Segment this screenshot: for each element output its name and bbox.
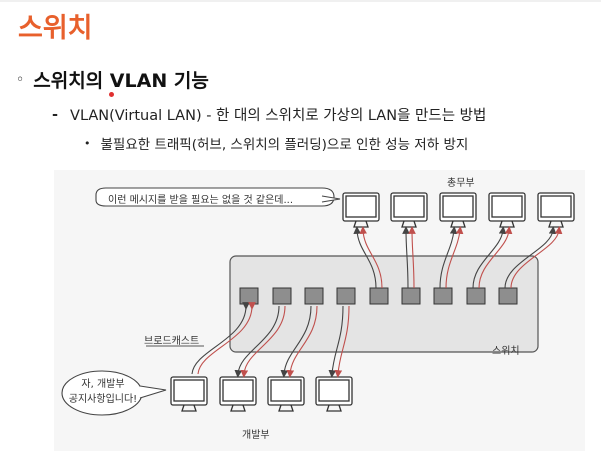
- bullet-level-3: • 불필요한 트래픽(허브, 스위치의 플러딩)으로 인한 성능 저하 방지: [84, 133, 469, 154]
- monitor-bottom-1: [170, 376, 208, 406]
- switch-ports: [239, 287, 518, 305]
- monitor-top-4: [488, 192, 526, 222]
- port-9: [498, 287, 518, 305]
- port-3: [304, 287, 324, 305]
- vlan-diagram: 이런 메시지를 받을 필요는 없을 것 같은데... 자, 개발부 공지사항입니…: [54, 170, 585, 451]
- top-divider: [0, 0, 601, 2]
- monitor-top-3: [439, 192, 477, 222]
- port-6: [401, 287, 421, 305]
- label-switch: 스위치: [492, 346, 520, 357]
- port-7: [433, 287, 453, 305]
- arrows-to-top: [353, 226, 563, 289]
- bullet-3-text: 불필요한 트래픽(허브, 스위치의 플러딩)으로 인한 성능 저하 방지: [100, 137, 469, 153]
- monitor-top-2: [390, 192, 428, 222]
- port-4: [336, 287, 356, 305]
- label-general-affairs: 총무부: [447, 178, 475, 189]
- pointer-dot: [109, 92, 114, 97]
- label-development: 개발부: [242, 430, 270, 441]
- bullet-1-text: 스위치의 VLAN 기능: [33, 70, 209, 92]
- bubble-bottom-line-1: 자, 개발부: [81, 379, 125, 390]
- port-2: [272, 287, 292, 305]
- bullet-2-text: VLAN(Virtual LAN) - 한 대의 스위치로 가상의 LAN을 만…: [70, 108, 487, 124]
- label-broadcast: 브로드캐스트: [144, 336, 200, 347]
- bubble-top-text: 이런 메시지를 받을 필요는 없을 것 같은데...: [108, 195, 294, 206]
- vlan-diagram-svg: [61, 187, 575, 416]
- port-5: [369, 287, 389, 305]
- arrows-to-bottom: [191, 302, 350, 378]
- bottom-monitors: [170, 376, 353, 406]
- speech-bubble-top: [95, 187, 335, 207]
- bubble-bottom-text: 자, 개발부 공지사항입니다!: [62, 377, 144, 407]
- bubble-bottom-line-2: 공지사항입니다!: [68, 394, 138, 405]
- monitor-top-1: [342, 192, 380, 222]
- bullet-dot-icon: •: [84, 136, 91, 150]
- port-8: [466, 287, 486, 305]
- bullet-level-1: ◦ 스위치의 VLAN 기능: [16, 66, 209, 93]
- port-1: [239, 287, 259, 305]
- slide-title: 스위치: [18, 13, 93, 44]
- top-monitors: [342, 192, 575, 222]
- bullet-dash-icon: -: [52, 106, 59, 123]
- monitor-top-5: [537, 192, 575, 222]
- bullet-circle-icon: ◦: [16, 71, 25, 88]
- bullet-level-2: - VLAN(Virtual LAN) - 한 대의 스위치로 가상의 LAN을…: [52, 104, 486, 125]
